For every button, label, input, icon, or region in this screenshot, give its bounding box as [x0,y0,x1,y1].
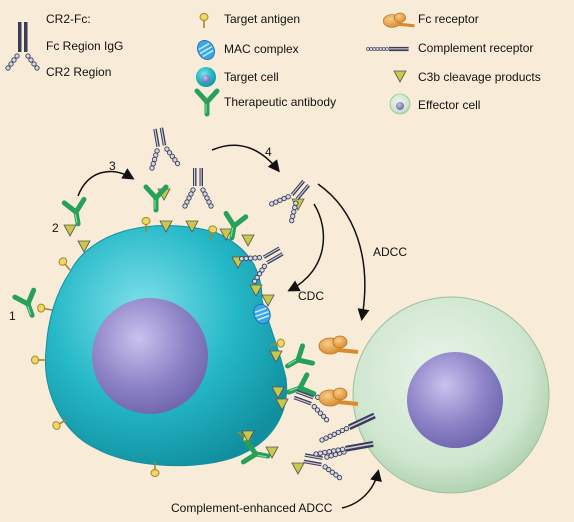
step-1-label: 1 [9,309,16,323]
legend-c3b-products: C3b cleavage products [418,70,541,84]
legend-target-cell: Target cell [224,70,279,84]
cdc-label: CDC [298,289,324,303]
legend-cr2fc-title: CR2-Fc: [46,12,91,26]
complement-receptor-icon [366,46,409,52]
step-2-label: 2 [52,221,59,235]
fc-receptor-icon [381,11,416,29]
c3b-icon [393,70,407,83]
mac-complex-icon [193,36,219,64]
cr2fc-legend-icon [5,22,40,71]
fc-receptors [317,334,360,408]
legend-complement-receptor: Complement receptor [418,41,533,55]
complement-enhanced-adcc-label: Complement-enhanced ADCC [171,501,333,515]
effector-cell [352,296,550,494]
target-antigen-icon [199,12,209,29]
step-3-label: 3 [109,159,116,173]
therapeutic-antibody-icon [197,91,217,114]
legend: CR2-Fc: Fc Region IgG CR2 Region Target … [5,11,541,115]
step-4-label: 4 [265,145,272,159]
legend-effector-cell: Effector cell [418,98,480,112]
legend-therapeutic-antibody: Therapeutic antibody [224,95,336,109]
legend-fc-receptor: Fc receptor [418,12,479,26]
adcc-label: ADCC [373,245,407,259]
process-arrows [77,144,382,509]
effector-cell-icon [389,93,411,115]
target-cell-icon [196,67,216,87]
target-cell [44,224,288,467]
legend-fc-region: Fc Region IgG [46,39,123,53]
legend-cr2-region: CR2 Region [46,65,111,79]
legend-target-antigen: Target antigen [224,12,300,26]
legend-mac-complex: MAC complex [224,42,299,56]
